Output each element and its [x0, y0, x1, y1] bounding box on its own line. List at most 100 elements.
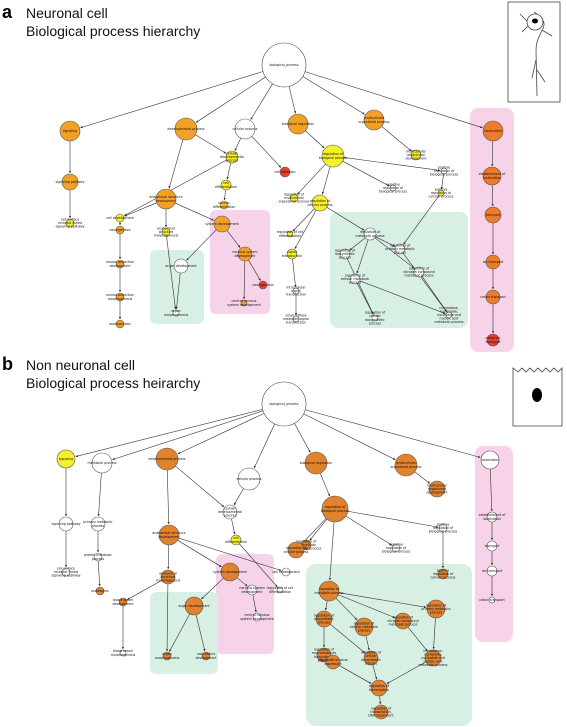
- edge-a13-a35: [342, 160, 390, 187]
- edge-a9-a22: [175, 202, 214, 221]
- edge-a39-a43: [346, 258, 374, 315]
- node-label: developmental process: [148, 457, 185, 461]
- node-circle: [391, 543, 401, 553]
- edge-a38-a41: [356, 239, 369, 274]
- b-node-organ-development: organ development: [178, 596, 210, 616]
- node-circle: [363, 109, 385, 131]
- node-label: axonogenesis: [109, 322, 131, 326]
- node-circle: [371, 314, 379, 322]
- node-circle: [118, 597, 128, 607]
- edge-a0-a1: [80, 71, 264, 129]
- edge-b4-b14: [233, 488, 244, 506]
- node-circle: [115, 213, 125, 223]
- edge-b46-b47: [386, 661, 427, 684]
- node-circle: [485, 254, 501, 270]
- a-node-developmental-process: developmental process: [167, 117, 205, 141]
- b-node-signaling-pathway: signaling pathway: [51, 516, 81, 532]
- edge-b38-b40: [335, 597, 358, 621]
- node-circle: [484, 206, 502, 224]
- edge-a5-a14: [381, 126, 412, 152]
- node-circle: [155, 188, 177, 210]
- node-label: transport: [486, 213, 501, 217]
- node-circle: [485, 289, 501, 305]
- panel-b-title-line1: Non neuronal cell: [26, 357, 135, 373]
- node-circle: [58, 516, 74, 532]
- node-circle: [115, 319, 125, 329]
- node-circle: [61, 567, 71, 577]
- edge-b27-b31: [236, 577, 248, 587]
- node-circle: [486, 333, 500, 347]
- edge-a10-a16: [124, 159, 227, 216]
- b-node-biological-process: biological_process: [261, 381, 307, 427]
- edge-a3-a12: [251, 136, 282, 168]
- node-label: ion transport: [482, 569, 503, 573]
- edge-a0-a5: [302, 76, 365, 115]
- node-circle: [155, 447, 179, 471]
- node-label: cation transport: [480, 295, 506, 299]
- a-node-cell-development: cell development: [106, 213, 135, 223]
- a-node-localization: localization: [482, 120, 504, 142]
- node-circle: [240, 299, 248, 307]
- node-label: developmental process: [167, 127, 204, 131]
- edge-a40-a44: [402, 252, 447, 312]
- panel-b-title-line2: Biological process heirarchy: [26, 375, 201, 391]
- edge-b0-b1: [75, 409, 263, 458]
- node-circle: [363, 650, 379, 666]
- node-circle: [161, 227, 171, 237]
- node-circle: [480, 450, 500, 470]
- edge-b27-b30: [201, 577, 224, 600]
- node-label: biological_process: [269, 402, 298, 406]
- node-circle: [220, 562, 240, 582]
- node-label: biological regulation: [282, 122, 314, 126]
- node-label: proteolysis: [91, 589, 109, 593]
- node-circle: [90, 516, 106, 532]
- edge-a21-a24: [166, 235, 177, 310]
- node-circle: [115, 225, 125, 235]
- a-node-signaling-pathway: signaling pathway: [55, 173, 85, 191]
- node-circle: [437, 568, 449, 580]
- edge-a25-a26: [248, 259, 261, 281]
- edge-b2-b9: [97, 472, 102, 517]
- panel-a-title-line2: Biological process hierarchy: [26, 23, 201, 39]
- a-node-neurogenesis: neurogenesis: [252, 280, 274, 290]
- node-circle: [222, 504, 238, 520]
- edge-a9-a16: [124, 202, 157, 217]
- a-node-axonogenesis: axonogenesis: [109, 319, 131, 329]
- node-circle: [321, 495, 349, 523]
- edge-b11-b12: [97, 560, 101, 587]
- node-label: metabolic process: [87, 461, 116, 465]
- edge-b40-b44: [365, 635, 370, 651]
